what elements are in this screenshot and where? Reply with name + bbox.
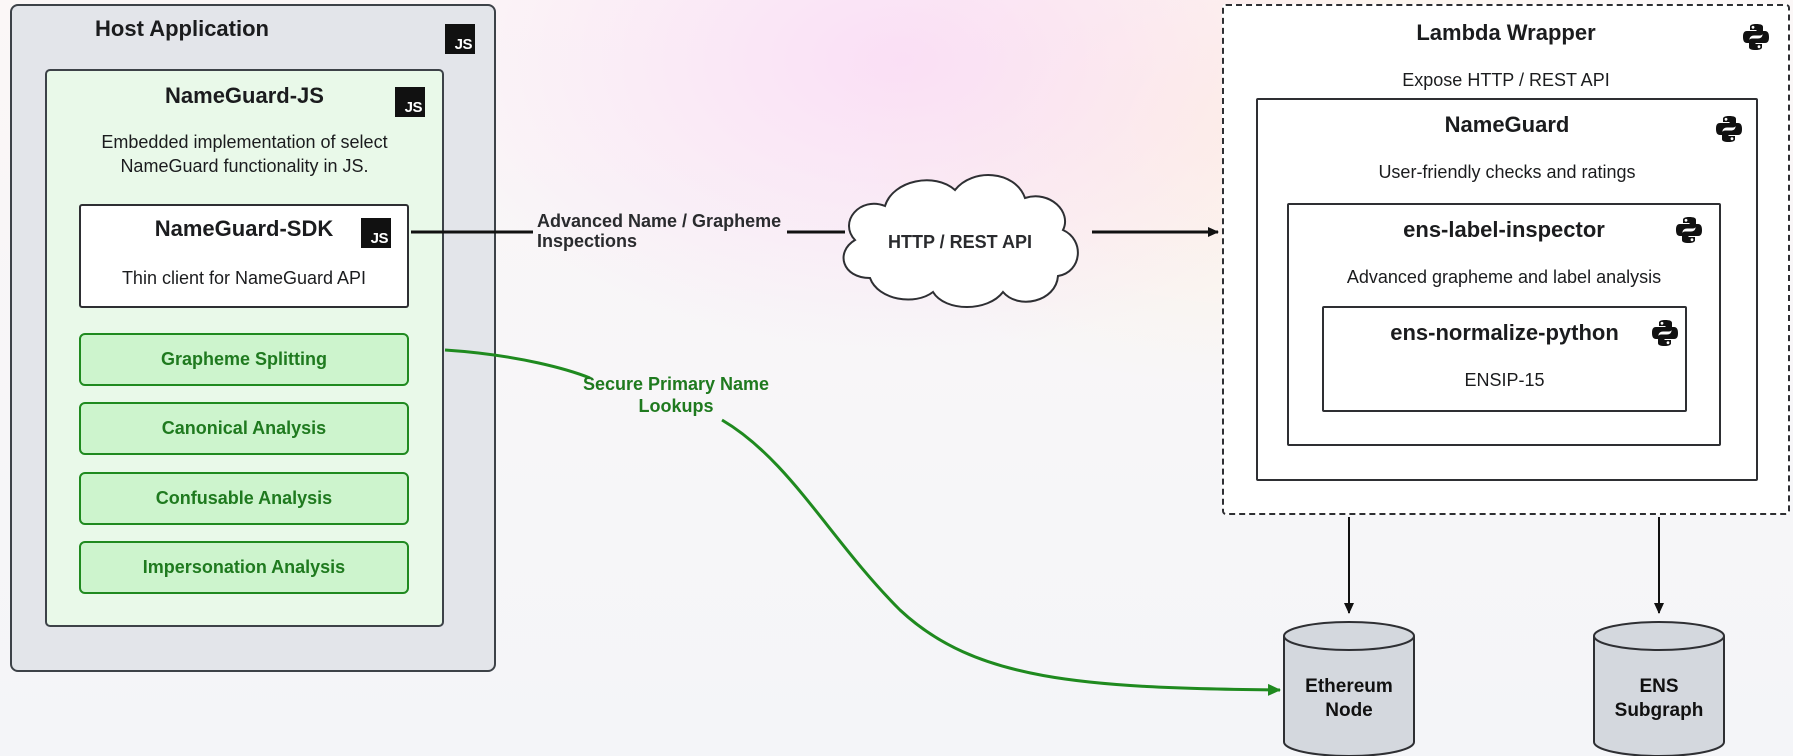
feature-grapheme-splitting: Grapheme Splitting <box>79 333 409 386</box>
python-icon <box>1743 24 1769 50</box>
ens-label-inspector-title: ens-label-inspector <box>1403 217 1605 242</box>
host-application-title: Host Application <box>95 16 269 41</box>
edge-label-line: Advanced Name / Grapheme <box>537 211 782 231</box>
python-icon <box>1716 116 1742 142</box>
ens-label-inspector-description: Advanced grapheme and label analysis <box>1346 267 1662 287</box>
lambda-wrapper-title: Lambda Wrapper <box>1416 20 1596 45</box>
feature-confusable-analysis: Confusable Analysis <box>79 472 409 525</box>
nameguard-js-title: NameGuard-JS <box>165 83 324 108</box>
cloud-icon <box>842 174 1079 308</box>
edge-label-line: Secure Primary Name <box>582 374 770 394</box>
nameguard-js-description: Embedded implementation of select NameGu… <box>47 130 442 178</box>
edge-label-line: Lookups <box>638 396 714 416</box>
ethereum-node-label: Ethereum Node <box>1284 675 1414 723</box>
secure-lookup-edge <box>444 348 591 380</box>
nameguard-sdk-description: Thin client for NameGuard API <box>121 268 367 288</box>
nameguard-title: NameGuard <box>1444 112 1570 137</box>
feature-canonical-analysis: Canonical Analysis <box>79 402 409 455</box>
lambda-wrapper-description: Expose HTTP / REST API <box>1402 70 1610 90</box>
nameguard-description: User-friendly checks and ratings <box>1378 162 1636 182</box>
ethereum-node-database-icon <box>1283 621 1415 756</box>
js-icon: JS <box>395 87 425 117</box>
feature-impersonation-analysis: Impersonation Analysis <box>79 541 409 594</box>
database-label-line: Node <box>1325 700 1373 721</box>
secure-lookups-label: Secure Primary Name Lookups <box>566 373 786 417</box>
js-icon: JS <box>445 24 475 54</box>
js-icon: JS <box>361 218 391 248</box>
ens-subgraph-label: ENS Subgraph <box>1594 675 1724 723</box>
ens-normalize-python-description: ENSIP-15 <box>1464 370 1545 390</box>
ens-subgraph-database-icon <box>1593 621 1725 756</box>
description-line: NameGuard functionality in JS. <box>120 156 369 176</box>
ens-normalize-python-box: ens-normalize-python ENSIP-15 <box>1322 306 1687 412</box>
description-line: Embedded implementation of select <box>101 132 388 152</box>
nameguard-sdk-title: NameGuard-SDK <box>154 216 334 241</box>
database-label-line: ENS <box>1639 676 1679 697</box>
ens-normalize-python-title: ens-normalize-python <box>1390 320 1619 345</box>
python-icon <box>1676 217 1702 243</box>
advanced-inspections-label: Advanced Name / Grapheme Inspections <box>537 211 781 251</box>
python-icon <box>1652 320 1678 346</box>
edge-label-line: Inspections <box>537 231 638 251</box>
secure-lookup-arrow <box>721 418 1281 696</box>
nameguard-sdk-box: NameGuard-SDK JS Thin client for NameGua… <box>79 204 409 308</box>
database-label-line: Subgraph <box>1614 700 1704 721</box>
database-label-line: Ethereum <box>1305 676 1393 697</box>
cloud-label: HTTP / REST API <box>887 232 1033 252</box>
